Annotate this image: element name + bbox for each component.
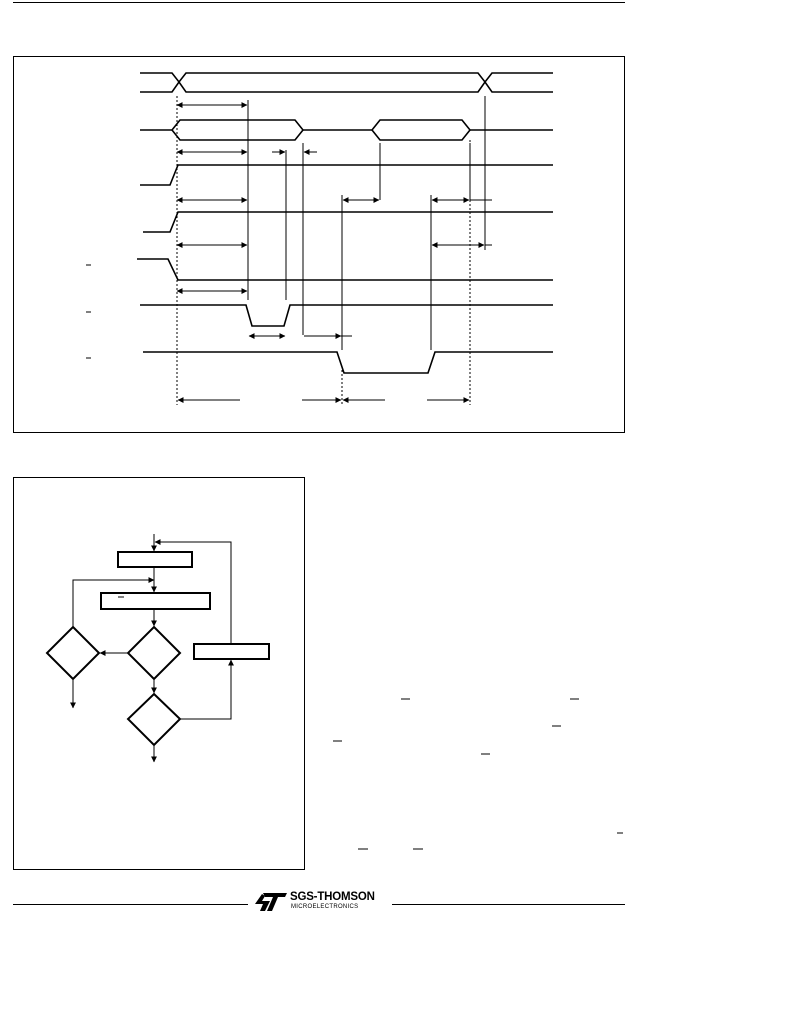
waveform-bus-2 [140,119,553,131]
footer-rule-left [13,904,248,905]
company-name: SGS-THOMSON [290,891,375,903]
timing-diagram-frame [13,56,625,433]
waveform-level-5 [137,258,553,281]
waveform-pulse-7 [143,351,553,374]
footer-rule-right [392,904,625,905]
flowchart-box-1 [117,551,193,568]
header-rule [13,2,625,3]
waveform-level-3 [140,164,553,186]
waveform-level-4 [143,211,553,233]
footer-logo: SGS-THOMSON MICROELECTRONICS [250,890,390,916]
waveform-bus-1 [140,72,553,84]
st-logo-icon [255,893,287,911]
flowchart-frame [13,477,305,870]
flowchart-box-2 [100,592,211,610]
company-subline: MICROELECTRONICS [291,904,359,910]
waveform-pulse-6 [140,304,553,327]
